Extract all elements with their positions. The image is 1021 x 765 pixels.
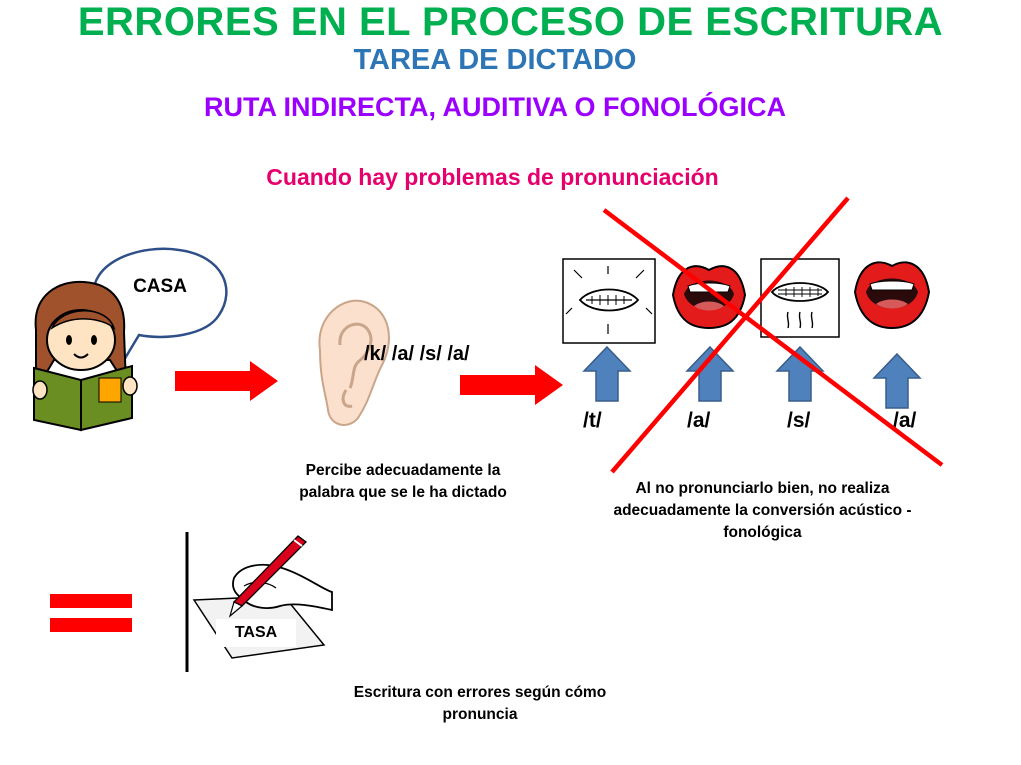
- up-arrow-icon: [582, 345, 632, 402]
- equals-sign-icon: [50, 594, 132, 632]
- mouth-icon: [760, 258, 840, 338]
- cross-out-icon: [602, 196, 944, 474]
- phoneme-label: /t/: [583, 409, 602, 432]
- condition-heading: Cuando hay problemas de pronunciación: [266, 164, 719, 190]
- route-heading: RUTA INDIRECTA, AUDITIVA O FONOLÓGICA: [204, 92, 786, 122]
- dictated-word: CASA: [133, 276, 187, 297]
- phoneme-label: /a/: [893, 409, 917, 432]
- perceived-phonemes: /k/ /a/ /s/ /a/: [364, 343, 470, 365]
- up-arrow-icon: [685, 345, 735, 402]
- mouth-icon: [853, 261, 931, 330]
- written-word: TASA: [216, 619, 296, 647]
- right-arrow-icon: [460, 365, 563, 405]
- up-arrow-icon: [872, 352, 922, 409]
- phoneme-label: /s/: [787, 409, 811, 432]
- child-reading-icon: [32, 247, 228, 432]
- articulation-caption: Al no pronunciarlo bien, no realiza adec…: [613, 480, 912, 541]
- page-subtitle: TAREA DE DICTADO: [353, 44, 637, 76]
- writing-caption: Escritura con errores según cómo pronunc…: [353, 684, 607, 723]
- mouth-icon: [562, 258, 656, 344]
- perception-caption: Percibe adecuadamente la palabra que se …: [299, 462, 507, 501]
- ear-icon: [318, 299, 390, 426]
- phoneme-label: /a/: [687, 409, 711, 432]
- pen-writing-icon: [185, 532, 333, 672]
- right-arrow-icon: [175, 361, 278, 401]
- page-title: ERRORES EN EL PROCESO DE ESCRITURA: [77, 0, 944, 44]
